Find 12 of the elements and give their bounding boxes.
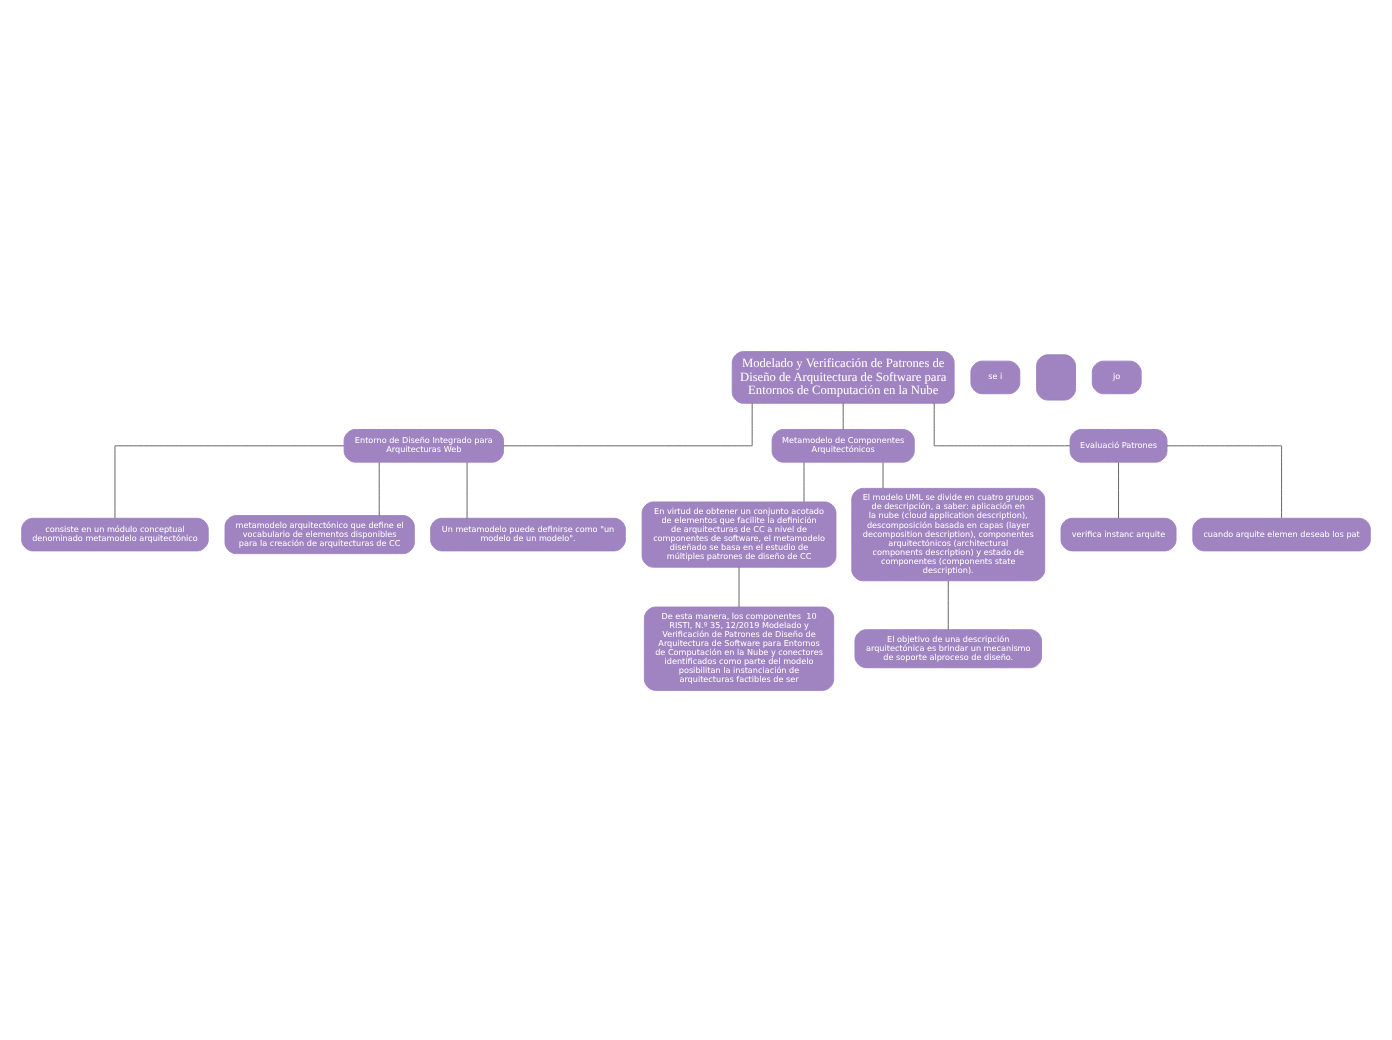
- node-box: [1036, 353, 1076, 400]
- connector: [933, 401, 1071, 446]
- connector: [947, 579, 949, 630]
- connector: [1118, 461, 1119, 518]
- connector: [378, 461, 380, 515]
- connector: [738, 565, 740, 607]
- connector: [842, 401, 844, 429]
- connector: [503, 401, 753, 446]
- connector: [882, 461, 884, 488]
- connector: [1166, 444, 1283, 518]
- connector: [466, 461, 468, 518]
- connector: [114, 444, 345, 518]
